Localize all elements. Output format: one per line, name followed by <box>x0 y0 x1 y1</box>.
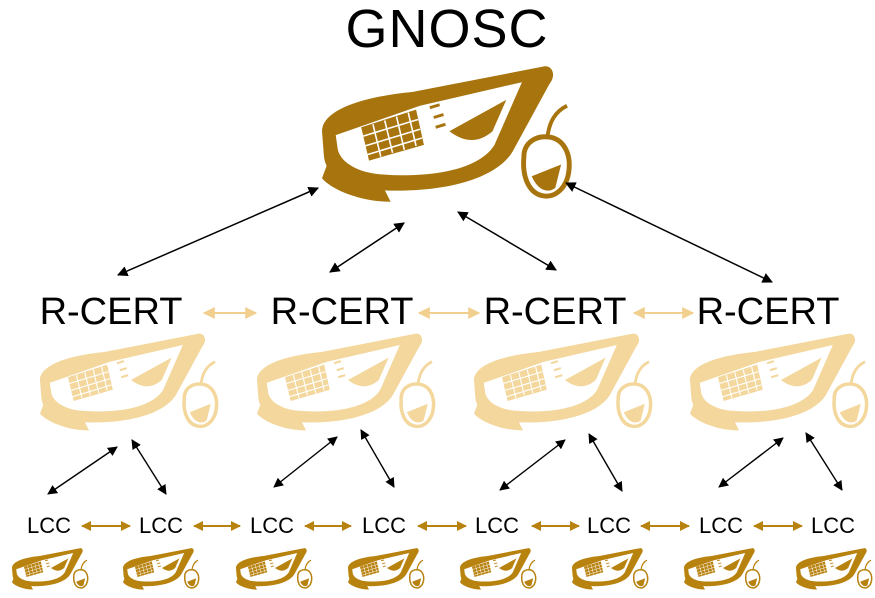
lcc-computer-icon <box>235 547 313 591</box>
rcert-computer-icon <box>472 331 653 433</box>
link-rcert-lcc <box>499 439 566 491</box>
lcc-computer-icon <box>122 547 200 591</box>
link-gnosc-rcert-4 <box>565 182 773 283</box>
lcc-computer-icon <box>347 547 425 591</box>
gnosc-label: GNOSC <box>345 0 549 59</box>
lcc-computer-icon <box>795 547 873 591</box>
link-gnosc-rcert-3 <box>457 211 557 271</box>
lcc-label: LCC <box>138 513 184 538</box>
link-rcert-lcc <box>360 429 395 488</box>
link-gnosc-rcert-1 <box>117 186 319 277</box>
rcert-computer-icon <box>688 331 869 433</box>
rcert-label: R-CERT <box>270 291 414 333</box>
lcc-label: LCC <box>810 513 856 538</box>
rcert-computer-icon <box>255 331 436 433</box>
rcert-computers <box>38 331 869 433</box>
rcert-label: R-CERT <box>696 291 840 333</box>
rcert-label: R-CERT <box>39 291 183 333</box>
rcert-label: R-CERT <box>483 291 627 333</box>
lcc-computer-icon <box>11 547 89 591</box>
gnosc-computer-icon <box>322 66 569 201</box>
link-rcert-lcc <box>273 436 338 488</box>
lcc-computer-icon <box>683 547 761 591</box>
lcc-computers <box>11 547 873 591</box>
link-rcert-lcc <box>131 439 167 495</box>
link-rcert-lcc <box>718 437 784 488</box>
lcc-label: LCC <box>26 513 72 538</box>
lcc-label: LCC <box>249 513 295 538</box>
lcc-label: LCC <box>586 513 632 538</box>
link-rcert-lcc <box>47 446 118 495</box>
lcc-computer-icon <box>571 547 649 591</box>
lcc-label: LCC <box>474 513 520 538</box>
link-rcert-lcc <box>805 432 843 491</box>
rcert-computer-icon <box>38 331 219 433</box>
link-gnosc-rcert-2 <box>329 222 405 273</box>
lcc-label: LCC <box>698 513 744 538</box>
lcc-label: LCC <box>361 513 407 538</box>
lcc-computer-icon <box>459 547 537 591</box>
link-rcert-lcc <box>588 433 623 492</box>
